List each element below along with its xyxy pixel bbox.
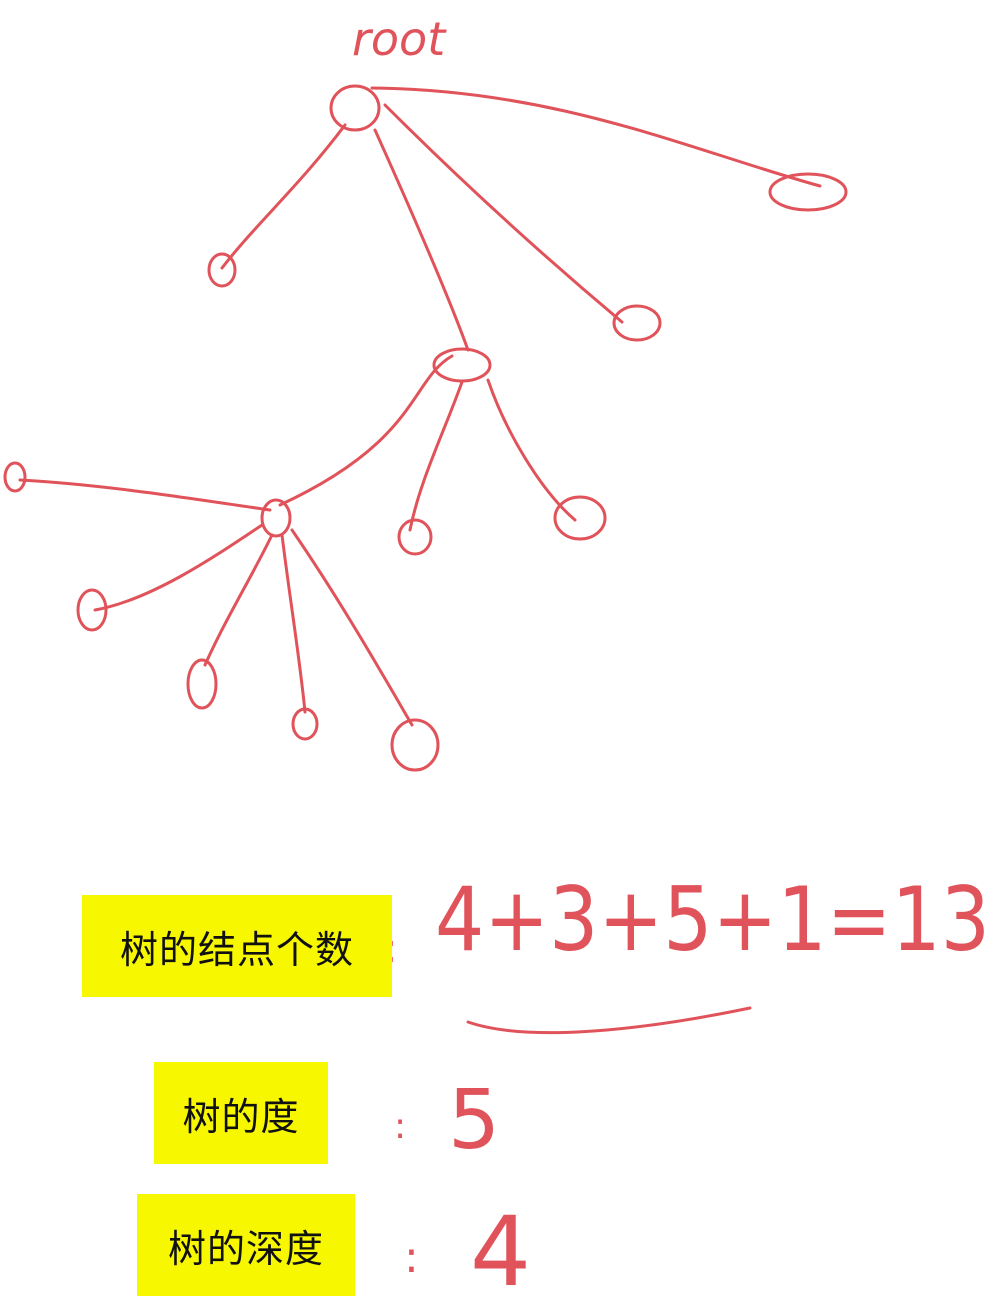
ink-layer: root 4+3+5+1=13 : : 5 [3, 12, 990, 1302]
node-lower-far-left [3, 461, 27, 493]
edge-inner-lower [278, 354, 454, 507]
edge-lower-mid-left [203, 533, 274, 667]
node-lower-right [390, 718, 440, 772]
node-lower-mid [291, 707, 319, 741]
edge-lower-far-left [18, 478, 272, 512]
node-lower [260, 498, 292, 538]
label-depth: 树的深度 [137, 1194, 355, 1296]
colon-depth: : [404, 1232, 419, 1283]
edge-root-inner [373, 128, 470, 352]
node-inner [432, 347, 492, 383]
node-lower-mid-left [186, 658, 218, 710]
node-inner-left-child [397, 518, 433, 556]
edge-lower-left [93, 523, 264, 612]
label-degree: 树的度 [154, 1062, 328, 1164]
edge-lower-mid [280, 533, 307, 714]
node-root-middle-right [612, 304, 662, 342]
label-node-count: 树的结点个数 [82, 895, 392, 997]
root-label: root [352, 12, 447, 66]
formula-underline [466, 1006, 752, 1035]
edge-root-left [220, 123, 347, 270]
node-root-left [207, 252, 237, 288]
node-count-formula: 4+3+5+1=13 [435, 868, 990, 971]
depth-value: 4 [470, 1196, 531, 1302]
node-root-right [768, 172, 848, 212]
degree-value: 5 [448, 1073, 500, 1168]
node-root [329, 84, 381, 132]
edge-root-middle-right [383, 103, 624, 324]
node-inner-right-child [553, 495, 607, 541]
edge-lower-right [290, 528, 414, 727]
colon-degree: : [394, 1106, 406, 1147]
edge-inner-left-child [408, 380, 464, 532]
node-lower-left [76, 588, 108, 632]
edge-inner-right-child [486, 378, 577, 522]
edge-root-right [370, 86, 822, 188]
